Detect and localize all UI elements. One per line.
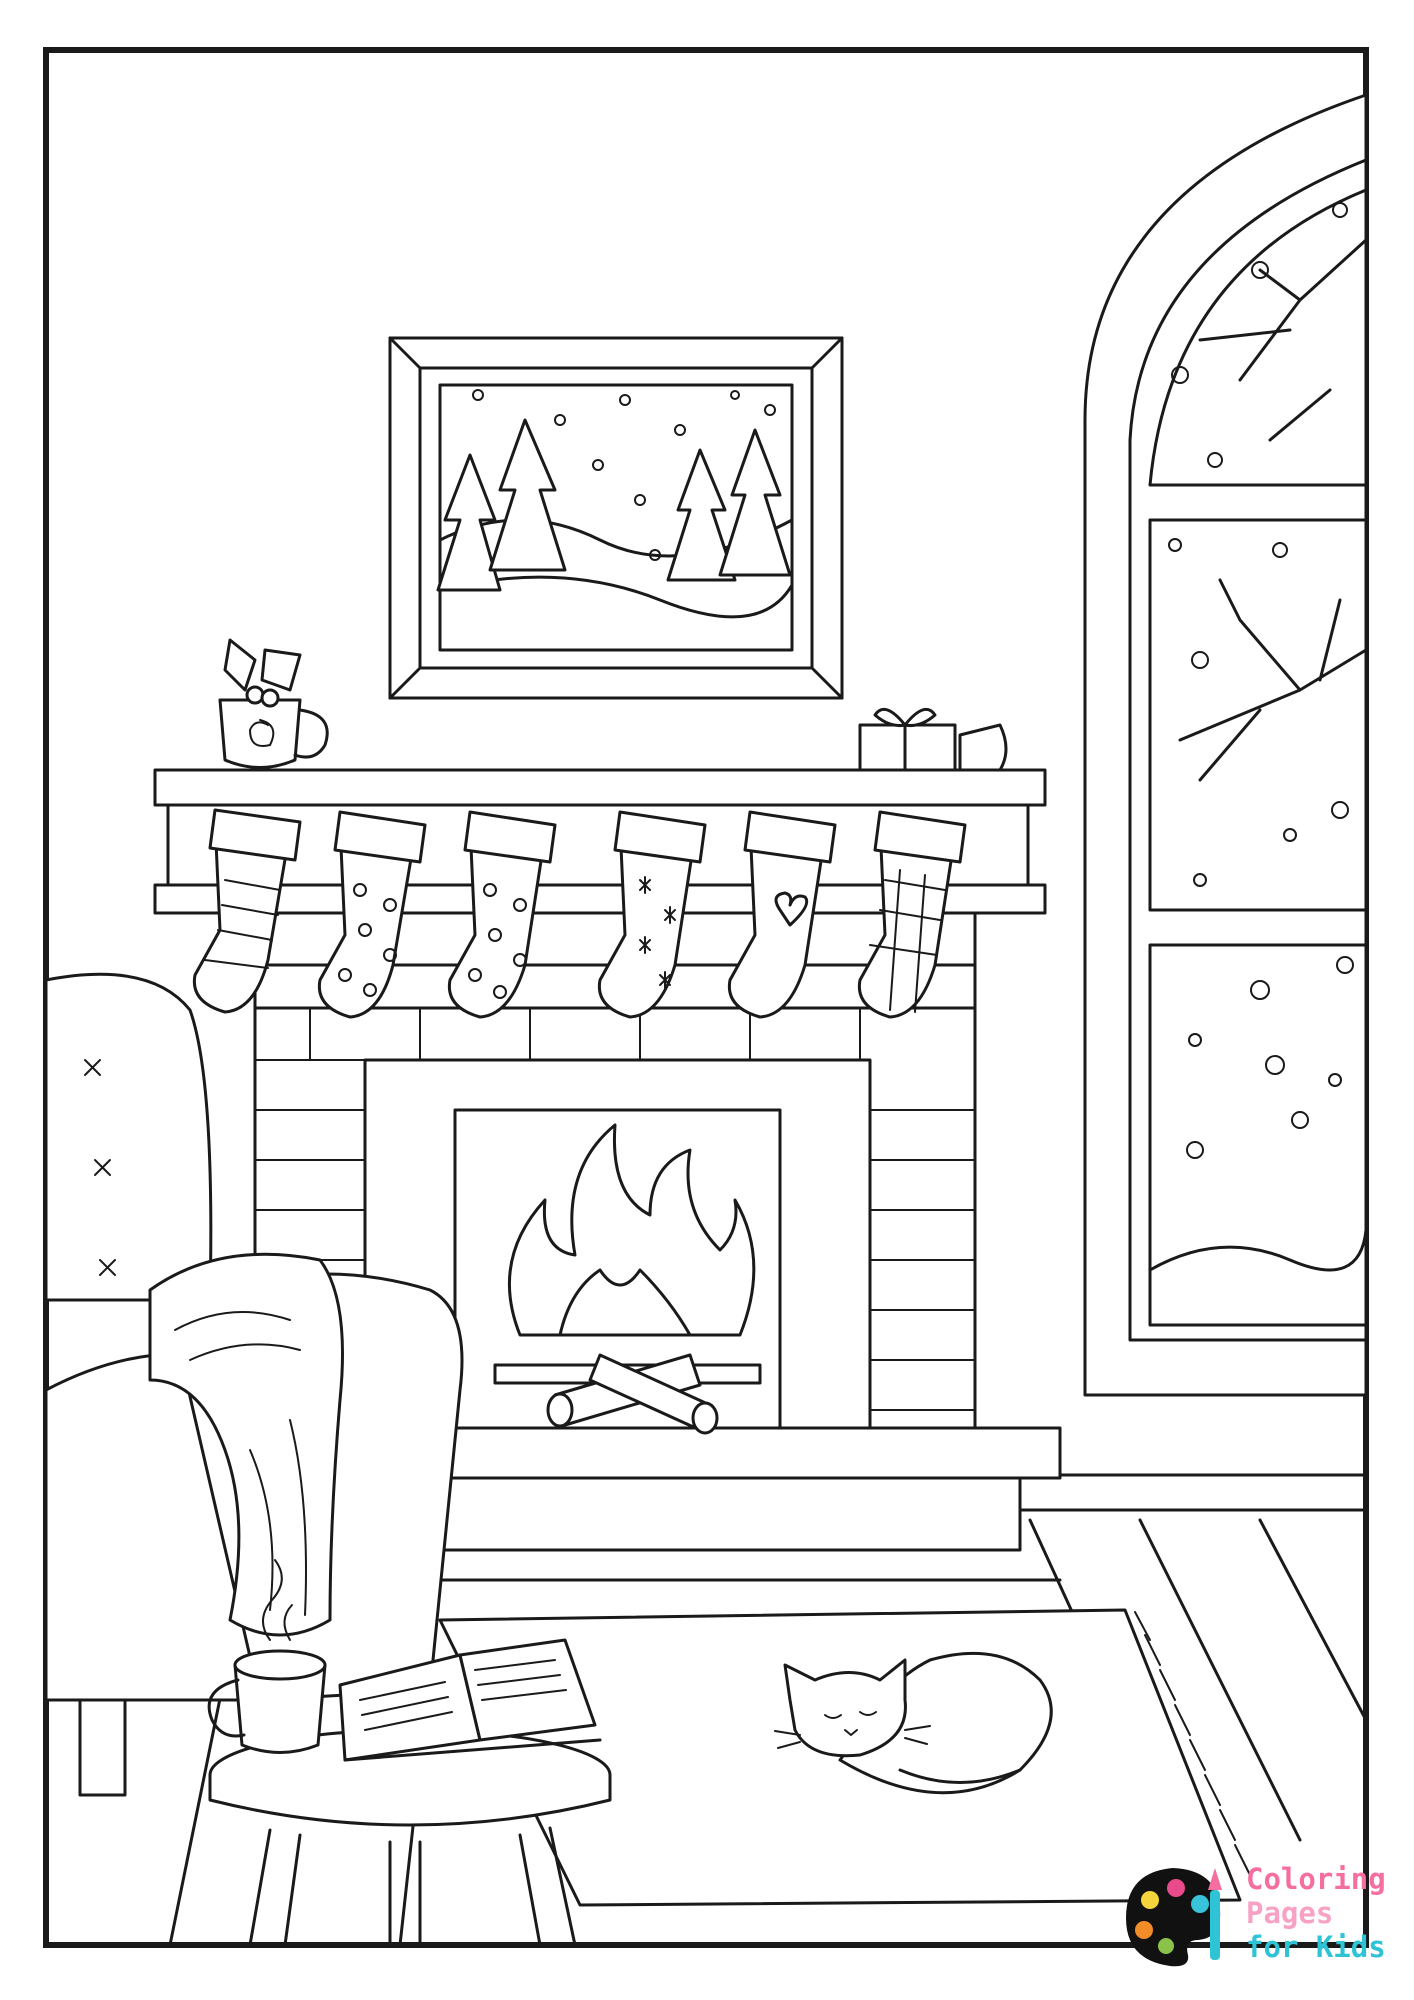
framed-winter-picture <box>388 336 844 700</box>
pine-tree-icon <box>666 448 737 582</box>
logo-line-coloring: Coloring <box>1246 1862 1386 1896</box>
fire-flame-icon <box>507 1123 756 1337</box>
open-book <box>338 1638 602 1762</box>
tufting-button-icon <box>84 1059 116 1276</box>
armchair <box>44 972 464 1797</box>
paint-palette-icon <box>1126 1868 1222 1967</box>
side-table <box>208 1728 612 1947</box>
logo-text: Coloring Pages for Kids <box>1246 1862 1386 1964</box>
holly-mug <box>218 638 329 769</box>
stocking-polka-dots <box>317 810 427 1019</box>
coloring-pages-for-kids-logo: Coloring Pages for Kids <box>1118 1860 1408 1970</box>
stocking-heart <box>727 810 837 1019</box>
pine-tree-icon <box>488 418 567 572</box>
coffee-mug <box>207 1559 327 1754</box>
holly-leaf-icon <box>260 648 302 692</box>
holly-leaf-icon <box>223 638 257 692</box>
stocking-polka-dots <box>447 810 557 1019</box>
stockings <box>192 808 967 1019</box>
steam-icon <box>262 1559 283 1641</box>
logo-line-pages: Pages <box>1246 1896 1334 1930</box>
stocking-plaid <box>857 810 967 1019</box>
stocking-stripes <box>192 808 302 1014</box>
pine-tree-icon <box>718 428 792 577</box>
heart-icon <box>774 891 809 927</box>
stocking-snowflakes <box>597 810 707 1019</box>
pine-tree-icon <box>436 453 502 592</box>
sleeping-cat <box>774 1651 1053 1795</box>
bare-tree-branch-icon <box>1198 238 1368 442</box>
arched-window <box>1083 93 1368 1397</box>
gift-box <box>858 707 1008 772</box>
logo-line-for-kids: for Kids <box>1246 1930 1386 1964</box>
bare-tree-branch-icon <box>1178 578 1368 782</box>
steam-icon <box>283 1604 293 1641</box>
